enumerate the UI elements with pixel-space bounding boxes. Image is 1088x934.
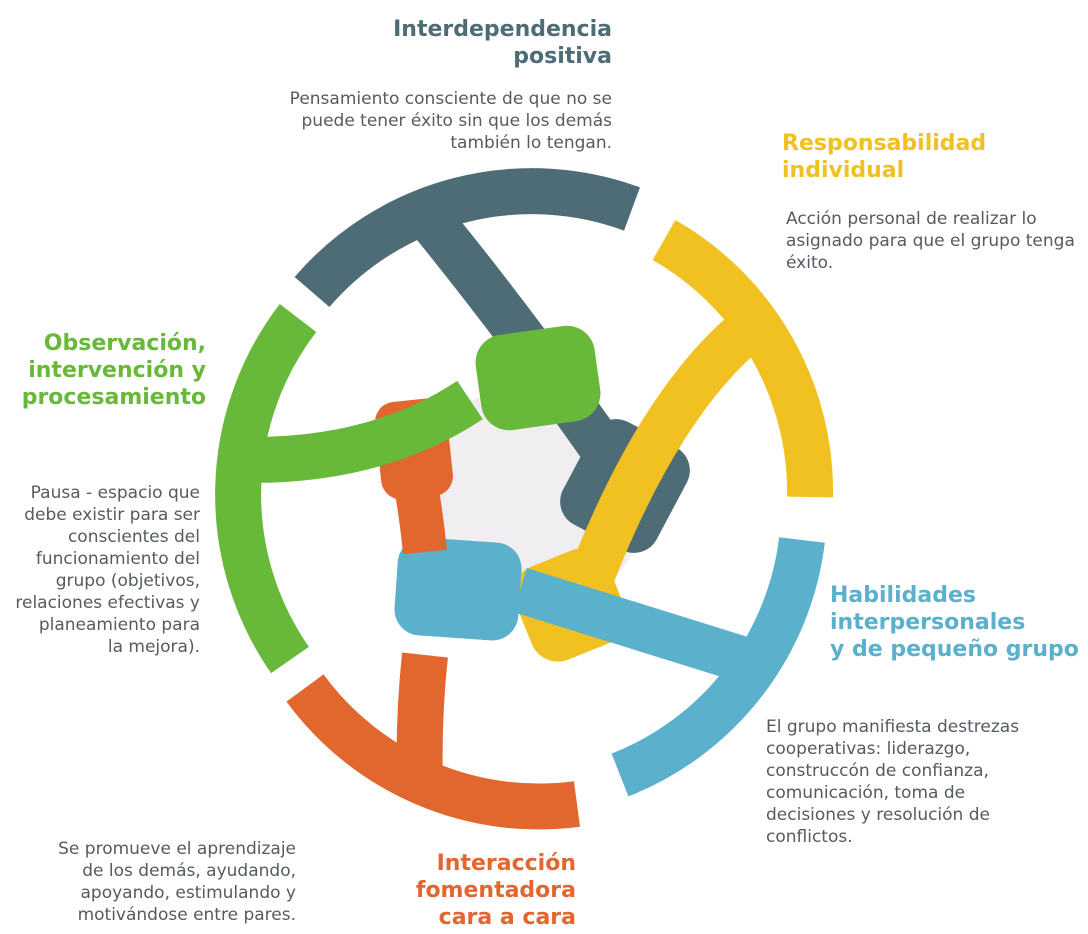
arm-observacion (251, 380, 483, 483)
title-responsabilidad: Responsabilidad individual (782, 131, 987, 183)
arc-observacion (215, 304, 317, 674)
desc-observacion: Pausa - espacio que debe existir para se… (15, 483, 200, 657)
segment-observacion (215, 304, 601, 674)
arc-responsabilidad (652, 220, 834, 498)
title-habilidades: Habilidades interpersonales y de pequeño… (830, 583, 1079, 662)
arm-habilidades (513, 568, 777, 690)
arc-interdependencia (294, 168, 640, 308)
title-interaccion: Interacción fomentadora cara a cara (415, 851, 576, 930)
segment-habilidades (394, 536, 825, 797)
desc-interaccion: Se promueve el aprendizaje de los demás,… (58, 839, 296, 925)
fist-observacion (475, 325, 601, 431)
desc-interdependencia: Pensamiento consciente de que no se pued… (289, 89, 612, 153)
desc-habilidades: El grupo manifiesta destrezas cooperativ… (766, 717, 1020, 847)
title-interdependencia: Interdependencia positiva (393, 17, 612, 69)
arm-responsabilidad (568, 308, 767, 589)
arm-interaccion-lower (396, 652, 448, 791)
fist-habilidades (394, 537, 522, 641)
title-observacion: Observación, intervención y procesamient… (21, 331, 206, 410)
desc-responsabilidad: Acción personal de realizar lo asignado … (786, 209, 1075, 273)
